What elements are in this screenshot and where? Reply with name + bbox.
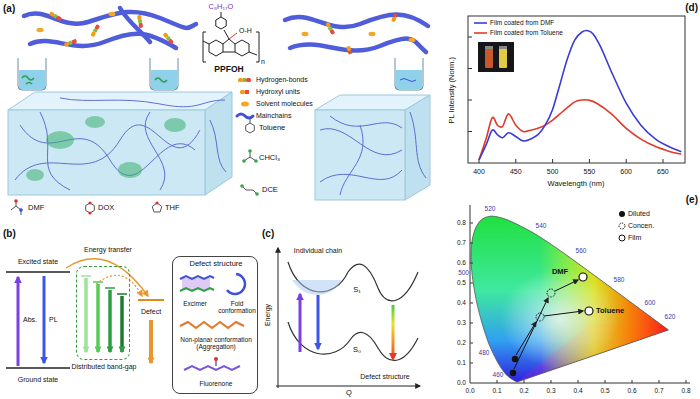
legend-text: Hydroxyl units — [256, 88, 300, 96]
substituent-label: C₈H₁₇O — [209, 3, 234, 12]
polymer-name: PPFOH — [214, 65, 243, 75]
tick-label: 0.5 — [600, 387, 609, 394]
tick-label: 0.6 — [627, 387, 636, 394]
wavelength-label: 580 — [614, 276, 625, 283]
legend-text: Film coated from Toluene — [490, 29, 563, 36]
axis-title: Wavelength (nm) — [548, 180, 605, 189]
legend-text: Film coated from DMF — [490, 19, 554, 26]
series-label: DMF — [552, 268, 568, 277]
tick-label: 650 — [657, 168, 669, 176]
node-text: Non-planar conformation (Aggregation) — [176, 336, 256, 351]
legend-text: Hydrogen-bonds — [256, 76, 308, 84]
solvent-name: THF — [165, 204, 180, 213]
panel-letter: (b) — [3, 228, 16, 240]
curve-label: Defect structure — [360, 373, 409, 381]
tick-label: 0.1 — [492, 387, 501, 394]
legend-samples-a — [237, 78, 253, 118]
tick-label: 0.8 — [457, 219, 466, 226]
level-label: Excited state — [18, 258, 58, 266]
solvent-name: DMF — [28, 204, 44, 213]
tick-label: 0.2 — [457, 339, 466, 346]
tick-label: 0.5 — [457, 279, 466, 286]
wavelength-label: 500 — [458, 269, 469, 276]
band-gap-box: Distributed band-gap — [76, 266, 130, 360]
repeat-index: n — [261, 58, 265, 66]
tick-label: 0.0 — [465, 387, 474, 394]
state-label: S₀ — [353, 346, 361, 355]
tick-label: 500 — [547, 168, 559, 176]
panel-c-art — [276, 248, 420, 388]
axis-title: PL Intensity (Norm.) — [448, 57, 457, 123]
wavelength-label: 460 — [493, 371, 504, 378]
tick-label: 0.6 — [457, 259, 466, 266]
tick-label: 0.7 — [654, 387, 663, 394]
process-label: Energy transfer — [84, 246, 132, 254]
tick-label: 600 — [620, 168, 632, 176]
solvent-name: DOX — [98, 204, 114, 213]
level-label: Ground state — [18, 376, 58, 384]
panel-letter: (c) — [262, 228, 274, 240]
legend-text: Solvent molecules — [256, 100, 313, 108]
tick-label: 0.2 — [519, 387, 528, 394]
curve-label: Individual chain — [294, 247, 342, 255]
axis-title: Q — [346, 389, 352, 398]
tick-label: 0.0 — [457, 379, 466, 386]
tick-label: 0.7 — [457, 239, 466, 246]
solvent-name: Toluene — [259, 124, 285, 133]
panel-letter: (e) — [686, 194, 698, 206]
tick-label: 0.8 — [681, 387, 690, 394]
transition-label: Abs. — [23, 316, 37, 324]
panel-e-art — [470, 205, 690, 383]
tick-label: 450 — [510, 168, 522, 176]
panel-b-art — [6, 259, 245, 370]
wavelength-label: 540 — [536, 222, 547, 229]
tick-label: 0.3 — [457, 319, 466, 326]
panel-a-art — [8, 8, 430, 215]
state-label: S₁ — [353, 286, 361, 295]
panel-letter: (a) — [3, 3, 15, 15]
wavelength-label: 620 — [665, 313, 676, 320]
wavelength-label: 560 — [576, 247, 587, 254]
transition-label: PL — [49, 316, 58, 324]
tick-label: 0.1 — [457, 359, 466, 366]
axis-title: Energy — [264, 304, 272, 326]
wavelength-label: 480 — [479, 349, 490, 356]
series-label: Toluene — [596, 307, 624, 316]
solvent-name: CHCl₃ — [259, 154, 280, 163]
level-label: Defect — [141, 308, 161, 316]
panel-letter: (d) — [685, 2, 698, 14]
node-text: Fold conformation — [216, 300, 258, 315]
wavelength-label: 520 — [485, 205, 496, 212]
tick-label: 550 — [584, 168, 596, 176]
legend-text: Diluted — [628, 210, 650, 218]
tick-label: 0.3 — [546, 387, 555, 394]
legend-text: Film — [628, 234, 641, 242]
legend-text: Mainchains — [256, 112, 291, 120]
defect-structure-box: Defect structureExcimer Fold conformation… — [172, 256, 258, 394]
panel-d-art — [468, 16, 685, 163]
group-label: O-H — [239, 27, 252, 35]
node-text: Excimer — [183, 300, 206, 307]
node-heading: Defect structure — [190, 260, 243, 269]
tick-label: 0.4 — [573, 387, 582, 394]
tick-label: 0.4 — [457, 299, 466, 306]
node-heading: Distributed band-gap — [72, 363, 137, 371]
wavelength-label: 600 — [645, 299, 656, 306]
tick-label: 400 — [473, 168, 485, 176]
node-text: Fluorenone — [200, 380, 233, 387]
legend-text: Concen. — [628, 222, 654, 230]
solvent-name: DCE — [262, 186, 278, 195]
